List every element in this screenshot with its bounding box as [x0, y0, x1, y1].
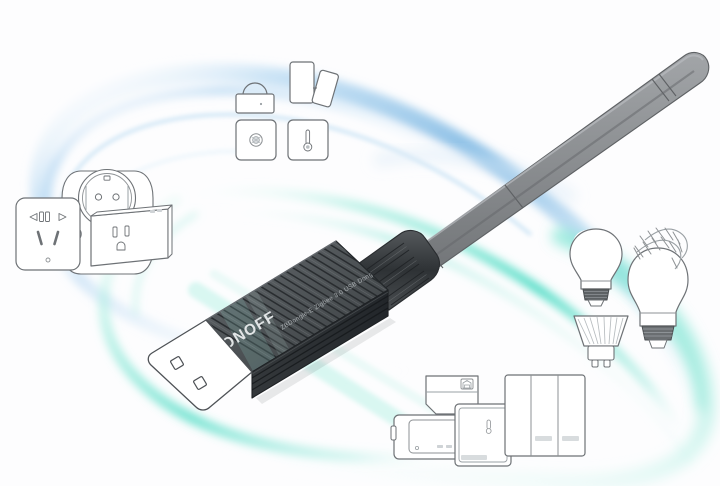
- usb-a-connector: [147, 319, 253, 411]
- external-antenna: [389, 51, 710, 291]
- smart-touch-switch: [454, 403, 512, 467]
- three-gang-wall-switch: [504, 374, 586, 457]
- cn-wall-socket: [15, 197, 81, 271]
- a60-bulb-e27: [569, 228, 623, 307]
- temperature-humidity-sensor: [287, 119, 329, 161]
- dongle-shadow: [256, 318, 396, 404]
- gu10-spotlight: [573, 315, 629, 368]
- door-handle-sensor: [235, 82, 275, 114]
- br-bulb-e27: [627, 247, 689, 349]
- contact-sensor-pair: [289, 61, 339, 108]
- motion-sensor: [235, 119, 277, 161]
- led-light-strip: [633, 227, 688, 270]
- us-smart-plug: [90, 204, 173, 267]
